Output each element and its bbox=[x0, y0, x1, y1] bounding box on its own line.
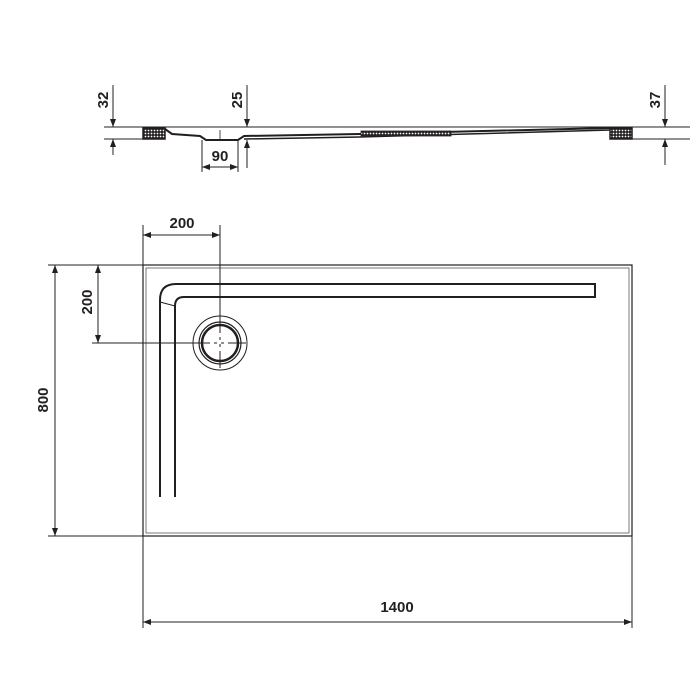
tray-inner-edge bbox=[145, 267, 630, 534]
tray-bottom-profile bbox=[243, 129, 611, 140]
left-edge-section bbox=[142, 127, 166, 140]
dim-label-90: 90 bbox=[212, 148, 229, 165]
right-edge-section bbox=[609, 127, 633, 140]
dim-label-200-vertical: 200 bbox=[79, 289, 96, 314]
dim-label-25: 25 bbox=[229, 92, 246, 109]
support-section bbox=[360, 130, 452, 137]
dim-label-200-horizontal: 200 bbox=[169, 215, 194, 232]
tray-outline bbox=[142, 264, 633, 537]
drainage-channel bbox=[159, 283, 596, 497]
dim-label-37: 37 bbox=[647, 92, 664, 109]
channel-corner-line bbox=[159, 301, 176, 307]
dim-label-32: 32 bbox=[95, 92, 112, 109]
dim-label-800: 800 bbox=[35, 387, 52, 412]
side-view: 32 25 37 90 bbox=[95, 85, 690, 172]
plan-view: 200 200 800 1400 bbox=[35, 215, 633, 628]
tray-surface-profile bbox=[164, 127, 611, 141]
dim-label-1400: 1400 bbox=[380, 599, 413, 616]
